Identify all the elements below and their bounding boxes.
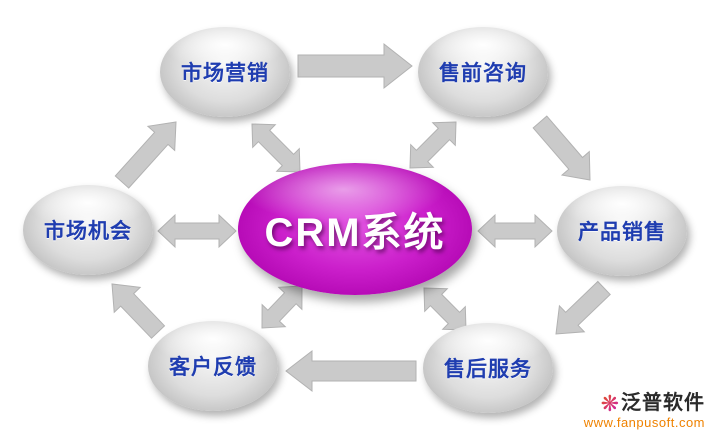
node-aftersales-label: 售后服务 <box>444 358 532 381</box>
node-customer-feedback: 客户反馈 <box>148 321 278 411</box>
arrow-connector <box>555 280 611 335</box>
double-arrow-connector <box>251 123 301 173</box>
double-arrow-connector <box>409 121 457 169</box>
node-marketing: 市场营销 <box>160 27 290 117</box>
double-arrow-connector <box>423 287 467 331</box>
center-crm-label: CRM系统 <box>264 211 446 255</box>
watermark-brand-row: ❋ 泛普软件 <box>584 391 705 416</box>
arrow-connector <box>297 42 413 90</box>
arrow-connector <box>111 283 166 339</box>
double-arrow-connector <box>261 285 303 329</box>
arrow-connector <box>114 121 177 189</box>
watermark-site-text: www.fanpusoft.com <box>583 415 705 431</box>
node-market-opportunity: 市场机会 <box>23 185 153 275</box>
watermark-brand-text: 泛普软件 <box>621 391 705 414</box>
node-marketing-label: 市场营销 <box>181 62 269 85</box>
fanpu-logo-icon: ❋ <box>600 390 619 416</box>
double-arrow-connector <box>157 213 237 249</box>
center-crm-ellipse: CRM系统 <box>238 163 472 295</box>
node-product-sales-label: 产品销售 <box>578 221 666 244</box>
node-presales-label: 售前咨询 <box>439 62 527 85</box>
node-aftersales: 售后服务 <box>423 323 553 413</box>
node-product-sales: 产品销售 <box>557 186 687 276</box>
node-presales: 售前咨询 <box>418 27 548 117</box>
double-arrow-connector <box>477 213 553 249</box>
node-customer-feedback-label: 客户反馈 <box>169 356 257 379</box>
node-market-opportunity-label: 市场机会 <box>44 220 132 243</box>
arrow-connector <box>532 115 591 181</box>
watermark: ❋ 泛普软件 www.fanpusoft.com <box>584 391 705 431</box>
arrow-connector <box>285 349 417 393</box>
